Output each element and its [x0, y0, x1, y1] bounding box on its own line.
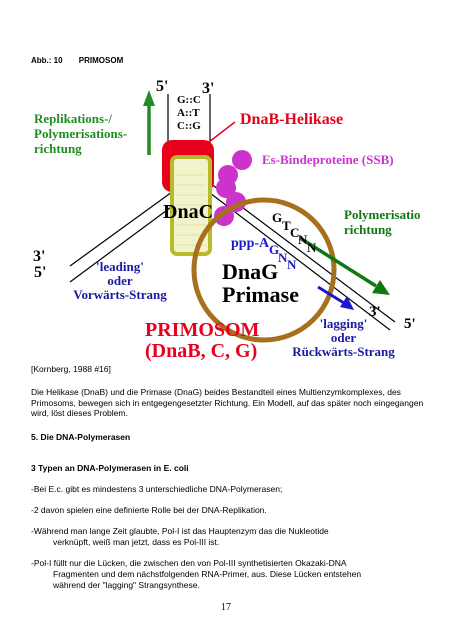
dnac-label: DnaC [163, 201, 214, 223]
label-3prime-right: 3' [369, 304, 381, 320]
base-pair-gc: G::C [177, 94, 201, 106]
polymerisation-arrow-head [372, 280, 390, 295]
replication-arrow-head [143, 90, 155, 106]
leading-line: Vorwärts-Strang [73, 287, 167, 302]
bullet-text: während der "lagging" Strangsynthese. [53, 580, 200, 590]
figure-caption: Abb.: 10 PRIMOSOM [31, 56, 137, 65]
ssb-circle [232, 150, 252, 170]
ppp-a-label: ppp-A [231, 236, 270, 251]
polymerisation-label: Polymerisatio richtung [344, 207, 421, 237]
section-heading: 5. Die DNA-Polymerasen [31, 432, 131, 442]
bullet-text: -Bei E.c. gibt es mindestens 3 unterschi… [31, 484, 283, 494]
dnag-line: Primase [222, 282, 299, 307]
dnag-primase-label: DnaG Primase [222, 260, 299, 306]
primer-base: C [290, 225, 300, 240]
label-3prime-top: 3' [202, 80, 215, 97]
primosom-line: (DnaB, C, G) [145, 340, 258, 362]
paragraph-helicase: Die Helikase (DnaB) und die Primase (Dna… [31, 387, 424, 418]
dnac-protein-shape [170, 155, 212, 256]
ssb-circle [216, 178, 236, 198]
base-pair-at: A::T [177, 107, 200, 119]
primer-base: T [282, 218, 291, 233]
repl-line: Polymerisations- [34, 126, 128, 141]
figure-title: PRIMOSOM [78, 56, 124, 65]
dnag-line: DnaG [222, 259, 279, 284]
base-pair-cg: C::G [177, 120, 201, 132]
pol-line: richtung [344, 222, 392, 237]
primer-base: N [278, 250, 288, 265]
bullet-text: Fragmenten und dem nächstfolgenden RNA-P… [53, 569, 362, 579]
source-citation: [Kornberg, 1988 #16] [31, 364, 111, 374]
primosome-diagram [69, 90, 396, 343]
dnag-primase-ring [191, 197, 337, 343]
label-3prime-left: 3' [33, 248, 46, 265]
leading-line: oder [107, 273, 133, 288]
bullet-text: verknüpft, weiß man jetzt, dass es Pol-I… [53, 537, 220, 547]
label-5prime-right: 5' [404, 316, 416, 332]
page-number: 17 [221, 602, 231, 613]
primer-base: N [287, 257, 297, 272]
lagging-strand-line-lower [205, 189, 391, 331]
primer-base: N [298, 232, 308, 247]
primer-base: N [307, 240, 317, 255]
dnab-pointer [204, 121, 236, 146]
leading-strand-line-upper [69, 191, 173, 267]
replication-direction-label: Replikations-/ Polymerisations- richtung [34, 111, 127, 156]
repl-line: Replikations-/ [34, 111, 113, 126]
primer-base: G [269, 242, 280, 257]
repl-line: richtung [34, 141, 82, 156]
ssb-label: Es-Bindeproteine (SSB) [262, 152, 394, 167]
bullet-text: -Während man lange Zeit glaubte, Pol-I i… [31, 526, 329, 536]
lagging-line: 'lagging' [319, 316, 368, 331]
subsection-heading: 3 Typen an DNA-Polymerasen in E. coli [31, 463, 189, 473]
bullet-text: -2 davon spielen eine definierte Rolle b… [31, 505, 267, 515]
leading-strand-label: 'leading' oder Vorwärts-Strang [70, 260, 170, 302]
figure-number: Abb.: 10 [31, 56, 63, 65]
lagging-arrow-head [340, 296, 354, 310]
primer-base: G [272, 210, 283, 225]
primosom-line: PRIMOSOM [145, 319, 260, 341]
dnac-hatching [176, 174, 206, 246]
leading-line: 'leading' [96, 259, 144, 274]
leading-strand-line-lower [69, 201, 179, 283]
polymerisation-direction-arrow [299, 236, 377, 288]
label-5prime-top: 5' [156, 78, 169, 95]
bullet-text: -Pol-I füllt nur die Lücken, die zwische… [31, 558, 347, 568]
lagging-line: Rückwärts-Strang [292, 344, 395, 359]
pol-line: Polymerisatio [344, 207, 421, 222]
lagging-direction-arrow [317, 285, 345, 305]
dnab-helicase-label: DnaB-Helikase [240, 111, 344, 128]
primosom-label: PRIMOSOM (DnaB, C, G) [145, 320, 259, 362]
lagging-strand-label: 'lagging' oder Rückwärts-Strang [286, 317, 401, 359]
lagging-line: oder [330, 330, 357, 345]
label-5prime-left: 5' [34, 264, 47, 281]
